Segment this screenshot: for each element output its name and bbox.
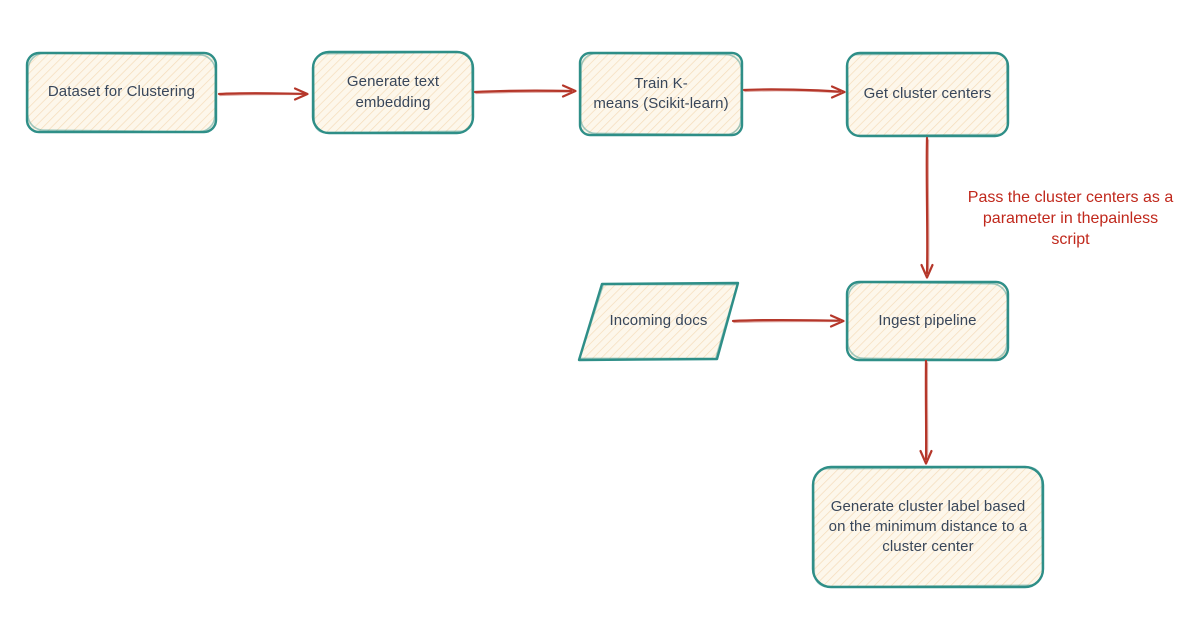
node-label-incoming-docs: Incoming docs [609,312,708,330]
node-generate-embedding-shape [311,50,475,135]
node-label-dataset: Dataset for Clustering [47,83,196,101]
edge-generate-embedding-to-train-kmeans [473,84,577,98]
node-label-get-cluster-centers: Get cluster centers [863,85,992,103]
node-get-cluster-centers-shape [845,51,1010,138]
node-label-generate-cluster-label: Generate cluster label based on the mini… [828,497,1028,556]
node-label-train-kmeans: Train K- means (Scikit-learn) [593,74,729,112]
node-label-ingest-pipeline: Ingest pipeline [878,311,977,329]
edge-get-cluster-centers-to-ingest-pipeline [920,136,934,279]
edge-ingest-pipeline-to-generate-cluster-label [919,359,933,465]
node-incoming-docs-shape [577,281,740,362]
edge-dataset-to-generate-embedding [217,87,309,101]
node-generate-cluster-label-shape [811,465,1045,589]
edge-incoming-docs-to-ingest-pipeline [731,314,845,328]
node-label-generate-embedding: Generate text embedding [346,73,440,111]
node-ingest-pipeline-shape [845,280,1010,362]
node-train-kmeans-shape [578,51,744,137]
node-dataset-shape [25,51,218,134]
edge-annotation-pass-cluster-centers: Pass the cluster centers as a parameter … [967,189,1174,249]
edge-train-kmeans-to-get-cluster-centers [742,85,846,99]
